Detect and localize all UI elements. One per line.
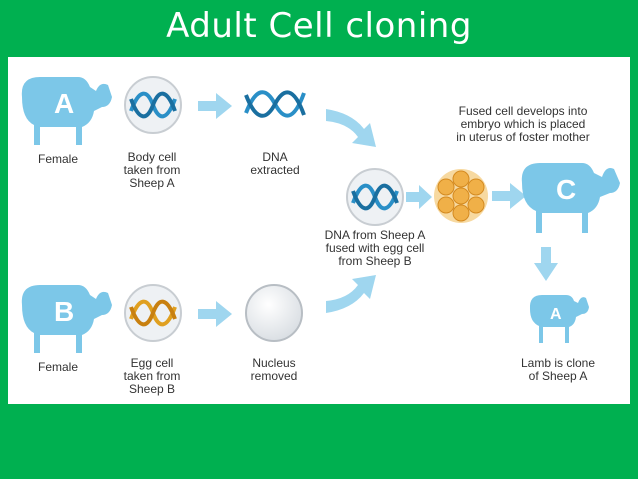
- sheep-b-letter: B: [54, 296, 74, 327]
- arrow-right-icon: [198, 93, 232, 119]
- sheep-b-label: Female: [38, 360, 79, 374]
- sheep-a-label: Female: [38, 152, 79, 166]
- empty-egg-icon: [245, 284, 303, 342]
- body-cell-icon: [124, 76, 182, 134]
- arrow-up-right-icon: [326, 275, 376, 313]
- lamb-icon: A: [529, 295, 589, 343]
- fused-label: DNA from Sheep A fused with egg cell fro…: [324, 228, 426, 268]
- embryo-label: Fused cell develops into embryo which is…: [456, 104, 590, 144]
- arrow-right-icon: [492, 183, 526, 209]
- egg-cell-icon: [124, 284, 182, 342]
- arrow-right-icon: [198, 301, 232, 327]
- arrow-right-icon: [406, 185, 432, 209]
- fused-cell-icon: [346, 168, 404, 226]
- body-cell-label: Body cell taken from Sheep A: [123, 150, 181, 190]
- arrow-down-right-icon: [326, 109, 376, 147]
- sheep-c-icon: C: [521, 163, 620, 233]
- dna-icon: [244, 90, 306, 118]
- slide-title: Adult Cell cloning: [166, 6, 472, 46]
- nucleus-label: Nucleus removed: [250, 356, 298, 383]
- arrow-down-icon: [534, 247, 558, 281]
- dna-label: DNA extracted: [250, 150, 300, 177]
- sheep-c-letter: C: [556, 174, 576, 205]
- lamb-label: Lamb is clone of Sheep A: [520, 356, 596, 383]
- cloning-diagram: A Female Body cell taken from Sheep A DN…: [8, 57, 630, 404]
- embryo-icon: [434, 169, 488, 223]
- sheep-a-letter: A: [54, 88, 74, 119]
- sheep-b-icon: B: [21, 285, 112, 353]
- egg-cell-label: Egg cell taken from Sheep B: [123, 356, 181, 396]
- sheep-a-icon: A: [21, 77, 112, 145]
- lamb-letter: A: [550, 306, 562, 323]
